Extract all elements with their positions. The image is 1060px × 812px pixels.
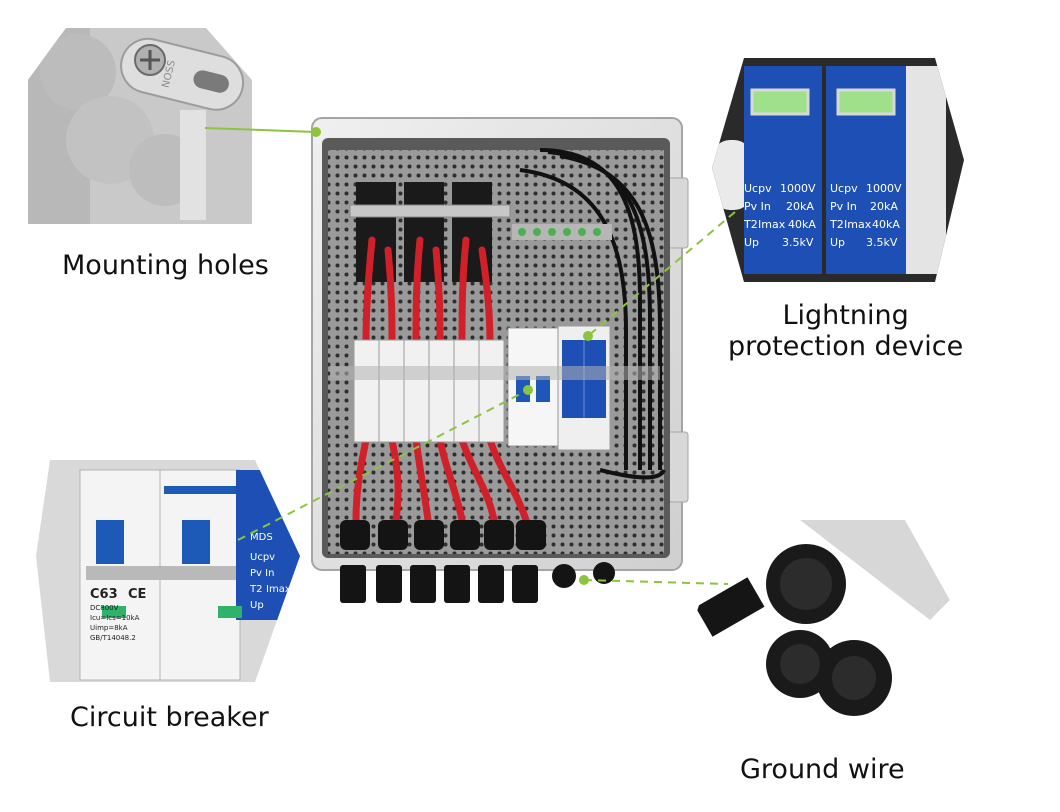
leader-breaker	[237, 389, 529, 541]
spd-right-k-1: Pv In	[830, 200, 857, 213]
ground-wire-inset	[694, 520, 950, 720]
spd-left-k-0: Ucpv	[744, 182, 772, 195]
spd-left-v-2: 40kA	[788, 218, 816, 231]
spd-spec-right: Ucpv 1000V Pv In 20kA T2 Imax 40kA Up 3.…	[829, 182, 902, 249]
leader-dot-breaker	[523, 385, 533, 395]
breaker-side-spec: MDS Ucpv Pv In T2 Imax Up	[249, 532, 291, 611]
leader-dot-mounting	[311, 127, 321, 137]
spd-left-k-3: Up	[744, 236, 759, 249]
spd-spec-left: Ucpv 1000V Pv In 20kA T2 Imax 40kA Up 3.…	[743, 182, 816, 249]
spd-right-k-3: Up	[830, 236, 845, 249]
spd-left-k-2: Imax	[758, 218, 786, 231]
label-mounting-holes: Mounting holes	[62, 250, 269, 281]
breaker-rating: C63 CE DC800V Icu=Ics=10kA Uimp=8kA GB/T…	[90, 587, 146, 642]
label-circuit-breaker: Circuit breaker	[70, 702, 269, 733]
spd-left-v-3: 3.5kV	[782, 236, 814, 249]
red-wires	[352, 236, 530, 524]
fuse-holders	[353, 339, 505, 443]
spd-right-v-0: 1000V	[866, 182, 902, 195]
breaker-ce: CE	[128, 587, 146, 602]
breaker-side-tag: T2	[249, 584, 262, 595]
spd-left-v-1: 20kA	[786, 200, 814, 213]
spd-left-tag: T2	[743, 218, 758, 231]
label-lightning-line-1: Lightning	[782, 300, 909, 331]
spd-right-k-0: Ucpv	[830, 182, 858, 195]
breaker-line-3: Uimp=8kA	[90, 624, 128, 632]
cable-glands	[340, 520, 615, 603]
breaker-side-3: Imax	[266, 584, 291, 595]
breaker-side-2: Pv In	[250, 568, 274, 579]
breaker-line-1: DC800V	[90, 604, 119, 612]
breaker-line-2: Icu=Ics=10kA	[90, 614, 140, 622]
spd-inset: Ucpv 1000V Pv In 20kA T2 Imax 40kA Up 3.…	[712, 58, 964, 282]
breaker-model: C63	[90, 587, 118, 602]
label-lightning-protection: Lightning protection device	[728, 300, 963, 362]
spd-right-v-2: 40kA	[872, 218, 900, 231]
breaker-side-1: Ucpv	[250, 552, 275, 563]
spd-right-v-3: 3.5kV	[866, 236, 898, 249]
breaker-line-4: GB/T14048.2	[90, 634, 136, 642]
breaker-side-0: MDS	[250, 532, 273, 543]
breaker-side-4: Up	[250, 600, 264, 611]
leader-lines	[204, 127, 736, 585]
breaker-inset: C63 CE DC800V Icu=Ics=10kA Uimp=8kA GB/T…	[36, 460, 300, 682]
main-breaker	[507, 327, 559, 447]
spd-left-k-1: Pv In	[744, 200, 771, 213]
leader-spd	[587, 211, 736, 337]
leader-dot-ground	[579, 575, 589, 585]
label-lightning-line-2: protection device	[728, 331, 964, 363]
spd-right-tag: T2	[829, 218, 844, 231]
leader-mounting	[204, 127, 317, 133]
junction-box	[311, 117, 689, 603]
spd-left-v-0: 1000V	[780, 182, 816, 195]
surge-protector	[557, 325, 611, 451]
spd-right-v-1: 20kA	[870, 200, 898, 213]
mounting-hole-inset: NOSS	[28, 28, 252, 224]
label-ground-wire: Ground wire	[740, 754, 905, 785]
spd-right-k-2: Imax	[844, 218, 872, 231]
leader-dot-spd	[583, 331, 593, 341]
screw-icon	[134, 44, 166, 76]
leader-ground	[583, 579, 729, 585]
